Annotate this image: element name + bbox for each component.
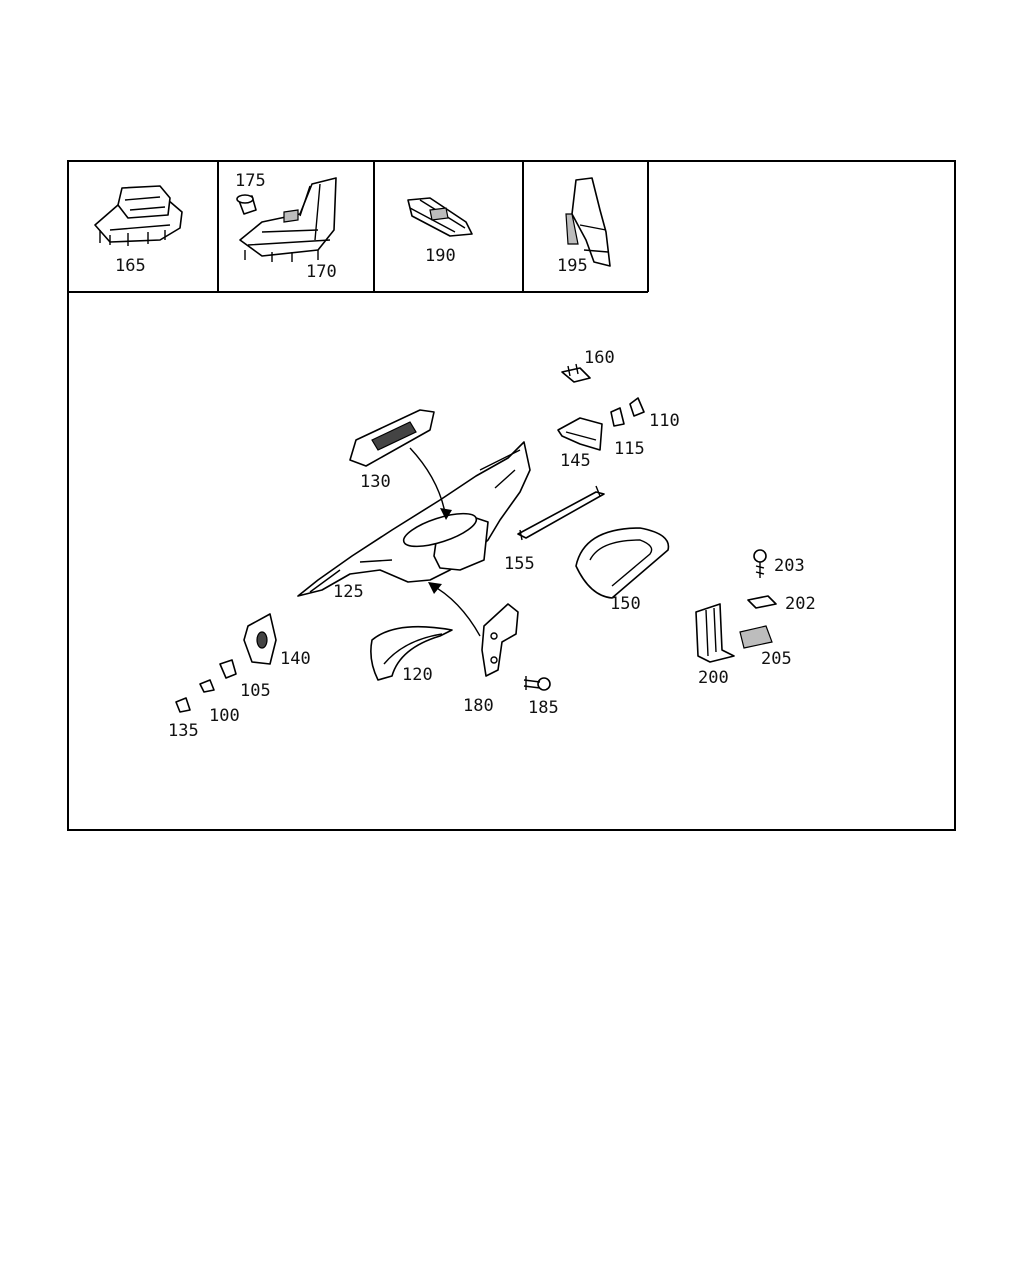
part-145-vent [557,417,603,451]
label-202: 202 [785,594,816,614]
part-205-cap [739,625,773,649]
label-135: 135 [168,721,199,741]
part-105-ring [219,659,237,679]
part-195-panel [565,177,611,267]
part-203-screw [753,549,767,578]
part-140-vent [243,613,277,665]
label-195: 195 [557,256,588,276]
label-140: 140 [280,649,311,669]
label-150: 150 [610,594,641,614]
part-170-bracket [239,177,337,262]
part-100-ring [199,679,215,693]
part-160-clip [561,363,591,383]
part-190-bracket [407,197,473,237]
part-115-ring [610,407,625,427]
arrow-head [440,508,452,520]
label-205: 205 [761,649,792,669]
label-110: 110 [649,411,680,431]
part-155-strip [517,485,605,541]
label-190: 190 [425,246,456,266]
part-175-plug [236,194,257,215]
label-125: 125 [333,582,364,602]
label-120: 120 [402,665,433,685]
label-130: 130 [360,472,391,492]
label-175: 175 [235,171,266,191]
label-203: 203 [774,556,805,576]
label-155: 155 [504,554,535,574]
part-165-bracket [94,185,183,246]
part-125-dashboard [297,441,531,597]
part-200-bracket [695,603,735,663]
part-135-ring [175,697,191,713]
label-185: 185 [528,698,559,718]
part-180-bracket [481,603,519,677]
part-110-ring [629,397,645,417]
label-145: 145 [560,451,591,471]
label-105: 105 [240,681,271,701]
part-120-hood [370,625,453,681]
part-150-surround [575,527,670,599]
arrow-head [428,582,442,594]
part-185-bolt [523,676,551,691]
label-200: 200 [698,668,729,688]
part-202-clip [747,595,777,609]
label-100: 100 [209,706,240,726]
diagram-frame [67,160,956,831]
part-130-vent [349,409,435,467]
label-180: 180 [463,696,494,716]
label-165: 165 [115,256,146,276]
label-115: 115 [614,439,645,459]
label-160: 160 [584,348,615,368]
label-170: 170 [306,262,337,282]
